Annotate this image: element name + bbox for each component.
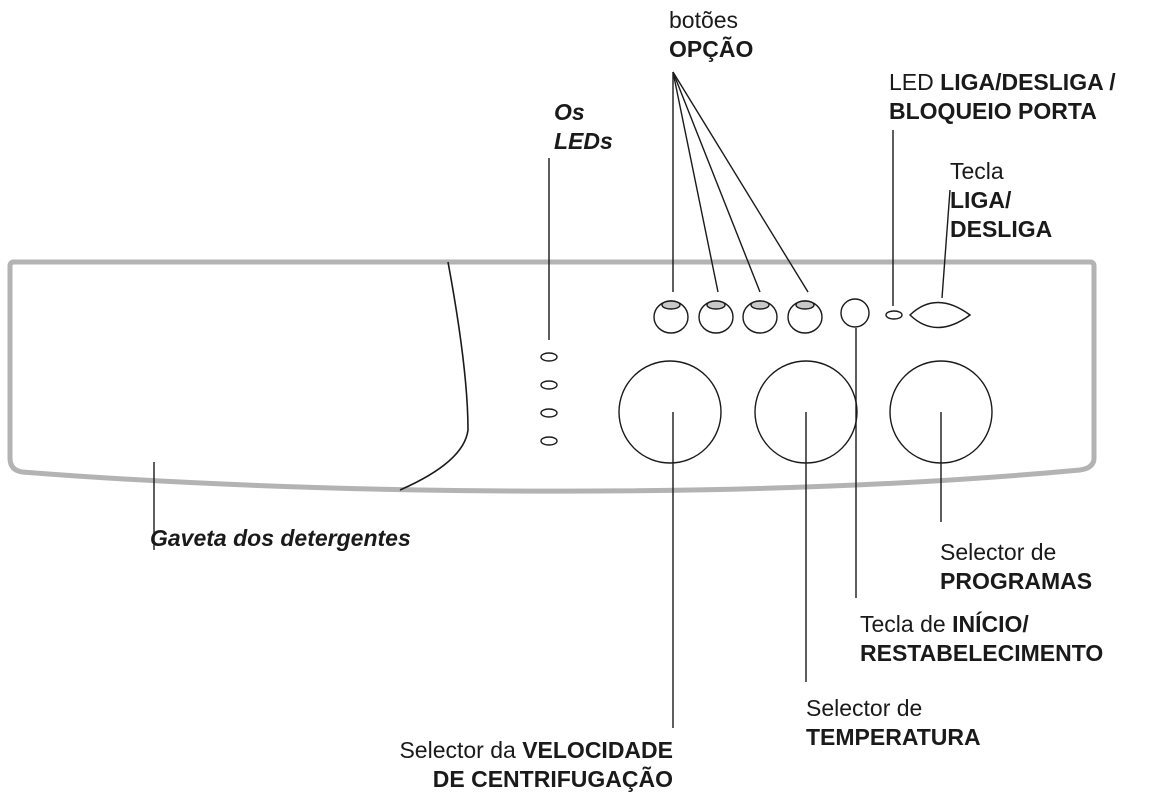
detergent-drawer-label: Gaveta dos detergentes xyxy=(150,525,411,551)
spin-speed-selector-label: Selector da VELOCIDADE DE CENTRIFUGAÇÃO xyxy=(399,737,673,792)
program-selector-label: Selector de PROGRAMAS xyxy=(940,539,1093,594)
led-4 xyxy=(540,436,558,446)
led-2 xyxy=(540,380,558,390)
power-key[interactable] xyxy=(908,301,972,329)
control-panel-outline xyxy=(7,259,1097,494)
power-door-lock-led xyxy=(885,310,903,320)
option-buttons-label: botões OPÇÃO xyxy=(669,7,754,62)
power-key-leader-line xyxy=(941,189,951,299)
option-button-1[interactable] xyxy=(653,300,689,334)
power-led-label: LED LIGA/DESLIGA / BLOQUEIO PORTA xyxy=(889,69,1116,124)
spin-speed-selector[interactable] xyxy=(618,360,722,464)
led-1 xyxy=(540,352,558,362)
option-buttons xyxy=(653,300,823,334)
option-button-4[interactable] xyxy=(787,300,823,334)
option-led-3 xyxy=(750,300,770,310)
option-led-4 xyxy=(795,300,815,310)
option-led-1 xyxy=(661,300,681,310)
option-leader-lines xyxy=(672,71,809,293)
option-led-2 xyxy=(706,300,726,310)
led-column xyxy=(540,352,558,446)
start-reset-label: Tecla de INÍCIO/ RESTABELECIMENTO xyxy=(860,611,1104,666)
bottom-leader-lines xyxy=(153,328,942,728)
option-button-3[interactable] xyxy=(742,300,778,334)
temperature-selector-label: Selector de TEMPERATURA xyxy=(806,695,981,750)
led-3 xyxy=(540,408,558,418)
power-key-label: Tecla LIGA/ DESLIGA xyxy=(950,158,1053,242)
start-reset-button[interactable] xyxy=(840,298,870,328)
option-button-2[interactable] xyxy=(698,300,734,334)
leds-label: Os LEDs xyxy=(554,99,613,154)
detergent-drawer-edge xyxy=(399,261,469,491)
